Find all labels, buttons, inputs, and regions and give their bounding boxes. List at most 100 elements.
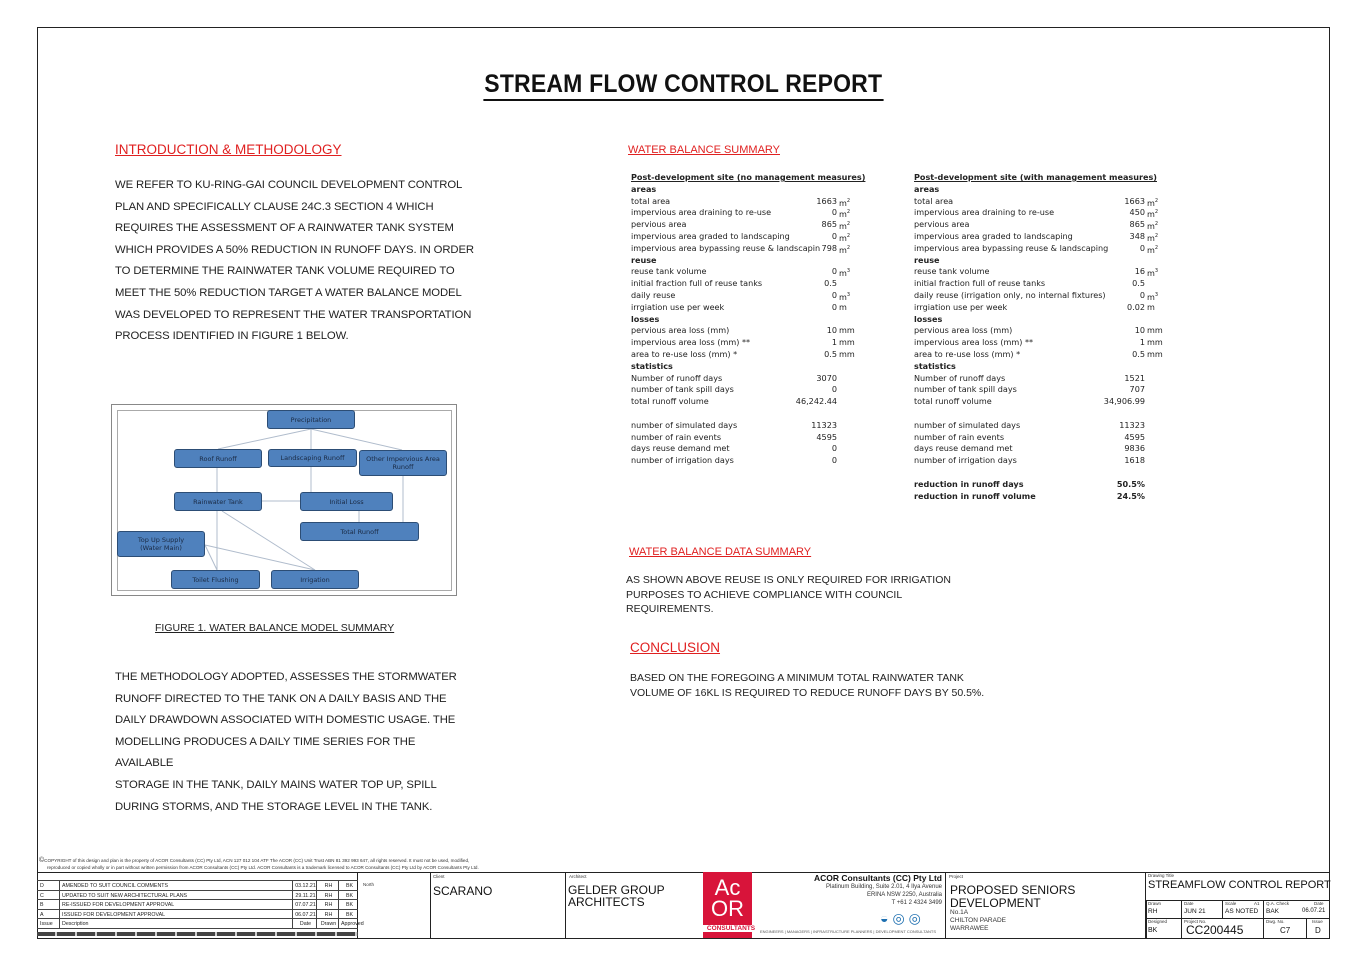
row-value: 1 bbox=[831, 337, 837, 348]
revision-drawn: RH bbox=[324, 911, 333, 918]
text-line: AS SHOWN ABOVE REUSE IS ONLY REQUIRED FO… bbox=[626, 574, 951, 586]
table-section: losses bbox=[631, 314, 871, 326]
row-value: 1 bbox=[1139, 337, 1145, 348]
row-label: pervious area loss (mm) bbox=[914, 325, 1013, 336]
box-initial-loss: Initial Loss bbox=[300, 492, 393, 511]
box-rainwater-tank: Rainwater Tank bbox=[174, 492, 262, 511]
table-section: reduction in runoff days 50.5% bbox=[914, 479, 1174, 491]
revision-drawn: RH bbox=[324, 892, 333, 899]
row-label: days reuse demand met bbox=[914, 443, 1013, 454]
row-label: total area bbox=[914, 195, 954, 206]
text-line: WE REFER TO KU-RING-GAI COUNCIL DEVELOPM… bbox=[115, 179, 463, 191]
text-line: DURING STORMS, AND THE STORAGE LEVEL IN … bbox=[115, 800, 433, 813]
client-name: SCARANO bbox=[433, 884, 493, 898]
row-unit: mm bbox=[1147, 349, 1163, 361]
revision-table bbox=[37, 872, 358, 939]
row-label: number of tank spill days bbox=[631, 384, 734, 395]
row-unit: m bbox=[839, 302, 847, 314]
unit-text: m bbox=[839, 268, 847, 279]
row-value: 50.5% bbox=[1116, 478, 1145, 489]
row-value: 0 bbox=[831, 301, 837, 312]
unit-exponent: 3 bbox=[846, 291, 851, 298]
row-label: area to re-use loss (mm) * bbox=[631, 348, 738, 359]
table-row: total runoff volume 46,242.44 bbox=[631, 396, 871, 408]
row-label: number of irrigation days bbox=[914, 455, 1017, 466]
row-label: pervious area loss (mm) bbox=[631, 325, 730, 336]
row-value: 16 bbox=[1134, 266, 1145, 277]
row-unit: m2 bbox=[1147, 219, 1158, 233]
revision-approved: BK bbox=[345, 902, 354, 909]
drawn-value: RH bbox=[1148, 908, 1158, 915]
row-value: 0.5 bbox=[824, 278, 837, 289]
row-unit: m2 bbox=[1147, 196, 1158, 210]
text-line: WAS DEVELOPED TO REPRESENT THE WATER TRA… bbox=[115, 308, 472, 321]
revision-drawn: RH bbox=[324, 902, 333, 909]
drawing-info-grid bbox=[1146, 900, 1330, 939]
table-section: losses bbox=[914, 314, 1174, 326]
qa-date-label: Date bbox=[1314, 901, 1324, 906]
sheet-size: A1 bbox=[1254, 901, 1260, 906]
revision-header-drawn: Drawn bbox=[320, 921, 337, 928]
row-label: Number of runoff days bbox=[631, 372, 723, 383]
row-value: 0 bbox=[831, 455, 837, 466]
unit-text: m bbox=[1147, 221, 1155, 232]
row-label: statistics bbox=[914, 360, 956, 371]
unit-exponent: 2 bbox=[1154, 232, 1159, 239]
grid-line bbox=[292, 880, 293, 928]
revision-desc: AMENDED TO SUIT COUNCIL COMMENTS bbox=[62, 883, 169, 889]
row-label: Post-development site (no management mea… bbox=[631, 172, 866, 182]
row-unit: m2 bbox=[1147, 231, 1158, 245]
revision-approved: BK bbox=[345, 892, 354, 899]
row-value: 10 bbox=[1134, 325, 1145, 336]
grid-line bbox=[59, 880, 60, 928]
row-value: 450 bbox=[1129, 207, 1145, 218]
row-label: total runoff volume bbox=[631, 396, 709, 407]
unit-exponent: 2 bbox=[846, 197, 851, 204]
project-no-label: Project No. bbox=[1184, 919, 1207, 924]
project-cell bbox=[945, 872, 1146, 939]
row-value: 0 bbox=[831, 443, 837, 454]
row-value: 34,906.99 bbox=[1103, 396, 1145, 407]
revision-issue: D bbox=[40, 883, 44, 889]
unit-exponent: 2 bbox=[1154, 209, 1159, 216]
row-label: losses bbox=[914, 313, 943, 324]
row-value: 46,242.44 bbox=[795, 396, 837, 407]
row-value: 0.5 bbox=[1132, 278, 1145, 289]
qa-value: BAK bbox=[1266, 908, 1280, 915]
text-line: BASED ON THE FOREGOING A MINIMUM TOTAL R… bbox=[630, 672, 964, 684]
unit-text: m bbox=[1147, 291, 1155, 302]
row-value: 0 bbox=[1139, 242, 1145, 253]
scale-value: AS NOTED bbox=[1225, 908, 1259, 915]
unit-text: mm bbox=[839, 337, 855, 348]
unit-text: m bbox=[1147, 197, 1155, 208]
grid-line bbox=[1306, 918, 1307, 939]
row-label: losses bbox=[631, 313, 660, 324]
row-unit: m3 bbox=[1147, 290, 1158, 304]
revision-date: 03.12.21 bbox=[295, 883, 316, 889]
row-unit: m bbox=[1147, 302, 1155, 314]
row-value: 0.5 bbox=[1132, 348, 1145, 359]
table-row: initial fraction full of reuse tanks 0.5 bbox=[914, 278, 1174, 290]
text-line: REQUIREMENTS. bbox=[626, 603, 714, 616]
figure-caption: FIGURE 1. WATER BALANCE MODEL SUMMARY bbox=[155, 622, 395, 634]
row-label: areas bbox=[631, 183, 657, 194]
row-label: initial fraction full of reuse tanks bbox=[914, 278, 1046, 289]
table-row: impervious area bypassing reuse & landsc… bbox=[631, 243, 871, 255]
issue-label: Issue bbox=[1312, 919, 1323, 924]
drawn-label: Drawn bbox=[1148, 901, 1162, 906]
table-section: reuse bbox=[914, 255, 1174, 267]
row-label: reduction in runoff days bbox=[914, 478, 1024, 489]
drawing-title-label: Drawing Title bbox=[1148, 873, 1175, 878]
unit-text: mm bbox=[839, 348, 855, 359]
